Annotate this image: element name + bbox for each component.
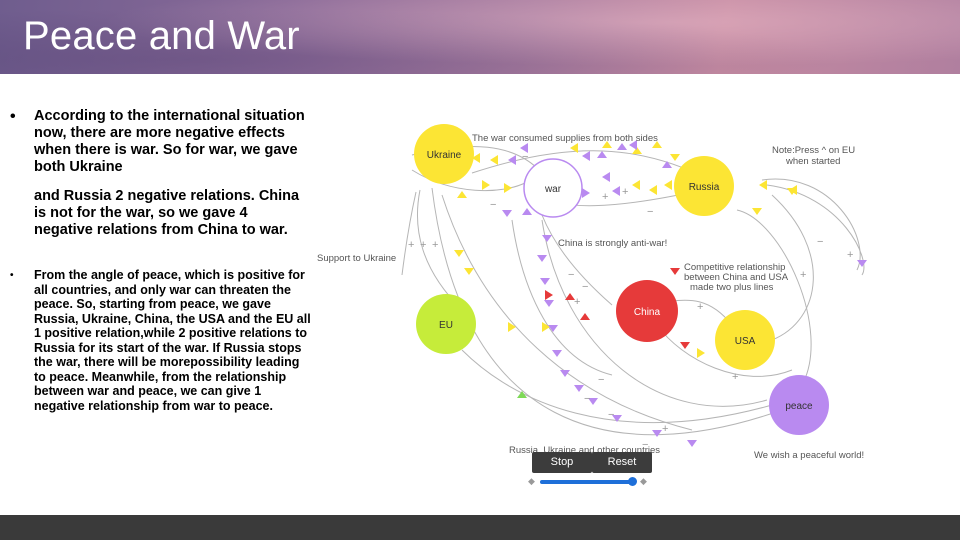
flow-arrows-yellow	[454, 141, 797, 358]
speed-slider-handle[interactable]	[628, 477, 637, 486]
annotation-competitive-1: Competitive relationship	[684, 262, 785, 273]
svg-text:+: +	[420, 239, 426, 251]
diagram-canvas: Ukraine war Russia China EU USA peace	[317, 124, 867, 461]
node-eu	[416, 294, 476, 354]
svg-text:+: +	[847, 249, 853, 261]
node-china	[616, 280, 678, 342]
node-eu-label: EU	[439, 320, 453, 331]
link-ukraine-peace	[441, 194, 693, 431]
svg-text:−: −	[598, 374, 604, 386]
bullet-dot: •	[10, 270, 14, 281]
bullet-item-peace: • From the angle of peace, which is posi…	[8, 268, 313, 413]
link-peace-china	[656, 324, 793, 377]
link-russia-usa	[771, 194, 814, 341]
title-bar-texture	[0, 0, 960, 74]
svg-text:−: −	[582, 281, 588, 293]
svg-text:+: +	[662, 423, 668, 435]
annotation-russia-ukraine-others: Russia, Ukraine and other countries	[509, 445, 660, 456]
link-peace-eu	[461, 349, 773, 424]
svg-text:−: −	[490, 199, 496, 211]
svg-text:+: +	[574, 296, 580, 308]
node-ukraine-label: Ukraine	[427, 150, 462, 161]
link-war-lower	[511, 219, 613, 376]
annotation-peaceful-world: We wish a peaceful world!	[754, 450, 864, 461]
svg-text:+: +	[732, 371, 738, 383]
node-usa	[715, 310, 775, 370]
slow-speed-icon: ◆	[528, 476, 535, 486]
node-usa-label: USA	[735, 336, 756, 347]
annotation-note-line1: Note:Press ^ on EU	[772, 145, 855, 156]
reset-button[interactable]: Reset	[592, 452, 652, 473]
annotation-support-ukraine: Support to Ukraine	[317, 253, 396, 264]
svg-text:+: +	[800, 269, 806, 281]
node-peace	[769, 375, 829, 435]
bullet-war-text-b: and Russia 2 negative relations. China i…	[34, 188, 300, 238]
bullet-peace-text: From the angle of peace, which is positi…	[34, 268, 311, 413]
diagram-nodes: Ukraine war Russia China EU USA peace	[414, 124, 829, 435]
link-war-peace	[541, 219, 768, 407]
title-bar: Peace and War	[0, 0, 960, 74]
causal-loop-diagram: Ukraine war Russia China EU USA peace	[312, 100, 960, 495]
svg-text:+: +	[697, 301, 703, 313]
svg-text:+: +	[432, 239, 438, 251]
node-war-label: war	[544, 184, 562, 195]
node-russia	[674, 156, 734, 216]
node-ukraine	[414, 124, 474, 184]
annotation-competitive-3: made two plus lines	[690, 282, 774, 293]
polarity-signs: +++ −− +− + −−+ ++− + −−− −+ +	[408, 151, 853, 451]
svg-text:−: −	[568, 269, 574, 281]
link-support-ukraine	[401, 191, 417, 276]
link-peace-russia	[736, 209, 812, 386]
bullet-item-war: • According to the international situati…	[8, 108, 308, 239]
speed-slider[interactable]	[540, 480, 632, 484]
fast-speed-icon: ◆	[640, 476, 647, 486]
svg-text:+: +	[602, 191, 608, 203]
svg-text:−: −	[817, 236, 823, 248]
svg-text:−: −	[584, 393, 590, 405]
svg-text:−: −	[608, 409, 614, 421]
link-china-war	[541, 214, 613, 306]
node-china-label: China	[634, 307, 661, 318]
annotation-competitive-2: between China and USA	[684, 272, 789, 283]
flow-arrows-purple	[502, 140, 867, 447]
link-peace-ukraine	[431, 187, 783, 436]
annotation-china-anti-war: China is strongly anti-war!	[558, 238, 667, 249]
annotation-war-supplies: The war consumed supplies from both side…	[472, 133, 658, 144]
svg-text:−: −	[522, 151, 528, 163]
flow-arrows-green	[517, 391, 527, 398]
annotation-note-line2: when started	[785, 156, 840, 167]
slide-title: Peace and War	[23, 14, 300, 58]
node-peace-label: peace	[785, 401, 813, 412]
bullet-dot: •	[10, 108, 16, 125]
stop-button[interactable]: Stop	[532, 452, 592, 473]
link-russia-note	[761, 178, 861, 271]
flow-arrows-red	[545, 268, 690, 349]
node-russia-label: Russia	[689, 182, 720, 193]
bullet-war-text-a: According to the international situation…	[34, 108, 305, 175]
svg-text:−: −	[642, 439, 648, 451]
svg-text:+: +	[622, 186, 628, 198]
svg-text:−: −	[647, 206, 653, 218]
bottom-bar	[0, 515, 960, 540]
svg-text:+: +	[408, 239, 414, 251]
